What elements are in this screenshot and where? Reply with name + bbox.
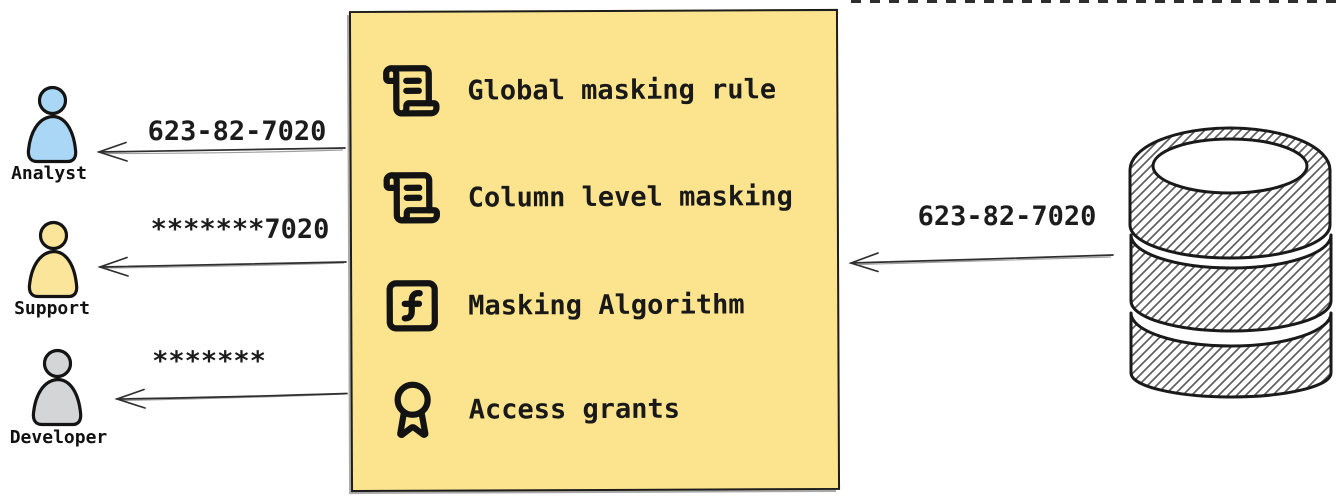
analyst-person-icon [26,85,78,164]
analyst-received-value: 623-82-7020 [147,116,327,147]
scroll-text-icon [381,61,441,121]
award-icon [383,380,443,440]
analyst-label: Analyst [11,163,87,184]
database-icon [1128,126,1333,399]
arrow-masking-to-analyst [96,141,346,162]
support-person-icon [27,220,79,299]
developer-received-value: ******* [152,346,266,377]
database-outgoing-value: 623-82-7020 [917,201,1097,232]
arrow-database-to-masking [848,252,1114,273]
masking-box-item-global-rule: Global masking rule [381,58,776,122]
masking-box-item-column-masking: Column level masking [382,165,793,229]
scroll-text-icon [382,168,442,228]
developer-person-icon [31,348,83,427]
masking-box: Global masking rule Column level masking [348,8,841,493]
arrow-masking-to-developer [114,388,348,409]
masking-box-item-access-grants: Access grants [383,378,681,441]
support-received-value: *******7020 [150,214,330,245]
function-square-icon [382,276,442,336]
developer-label: Developer [9,427,108,448]
masking-box-item-label: Global masking rule [467,73,777,107]
masking-box-item-label: Column level masking [467,180,793,214]
arrow-masking-to-support [97,256,347,277]
masking-box-item-masking-algorithm: Masking Algorithm [382,273,745,337]
top-dashed-line [851,0,1340,3]
support-label: Support [14,298,90,319]
masking-box-item-label: Masking Algorithm [468,288,745,322]
masking-box-item-label: Access grants [468,393,681,426]
